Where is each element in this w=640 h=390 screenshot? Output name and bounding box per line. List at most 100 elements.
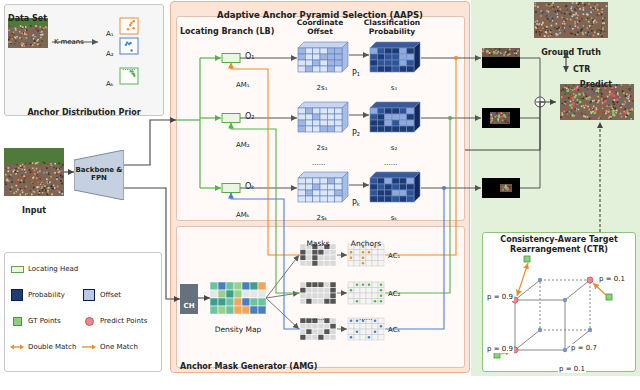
photo-detail xyxy=(15,40,17,42)
grid-cell xyxy=(312,255,318,261)
cube-vertex xyxy=(563,348,567,352)
photo-detail xyxy=(57,191,59,193)
cube-cell xyxy=(335,60,342,66)
grid-cell xyxy=(330,261,336,267)
photo-detail xyxy=(540,15,542,17)
connector xyxy=(599,122,600,232)
grid-cell xyxy=(378,255,384,261)
photo-detail xyxy=(44,171,46,173)
photo-detail xyxy=(36,35,38,37)
photo-detail xyxy=(590,35,592,37)
photo-detail xyxy=(581,106,583,108)
photo-ground xyxy=(534,2,608,38)
photo-detail xyxy=(46,193,48,195)
photo-detail xyxy=(601,27,603,29)
cube-cell xyxy=(335,66,342,72)
photo-detail xyxy=(62,193,64,195)
cube-cell xyxy=(327,108,334,114)
photo-detail xyxy=(15,173,17,175)
grid-cell xyxy=(258,282,266,290)
grid-cell xyxy=(226,282,234,290)
grid-cell xyxy=(318,288,324,294)
photo-detail xyxy=(586,96,588,98)
photo-detail xyxy=(53,185,55,187)
label-slot: sₖ xyxy=(368,205,420,224)
photo-detail xyxy=(583,13,585,15)
photo-detail xyxy=(587,27,589,29)
photo-detail xyxy=(605,94,607,96)
photo-detail xyxy=(602,28,604,30)
photo-detail xyxy=(13,164,15,166)
cube-cell xyxy=(320,54,327,60)
photo-detail xyxy=(491,51,493,53)
label-slot: 2sₖ xyxy=(296,205,348,224)
photo-detail xyxy=(47,187,49,189)
cube-cell xyxy=(407,120,414,126)
photo-detail xyxy=(34,26,36,28)
photo-detail xyxy=(577,89,579,91)
photo-detail xyxy=(599,23,601,25)
photo-detail xyxy=(616,84,618,86)
photo-detail xyxy=(583,115,585,117)
photo-detail xyxy=(51,194,53,196)
photo-detail xyxy=(591,17,593,19)
photo-detail xyxy=(559,30,561,32)
photo-detail xyxy=(590,27,592,29)
photo-detail xyxy=(539,34,541,36)
photo-detail xyxy=(44,187,46,189)
photo-detail xyxy=(543,11,545,13)
cube-cell xyxy=(313,196,320,202)
grid-cell xyxy=(372,261,378,267)
grid-cell xyxy=(306,324,312,330)
photo-detail xyxy=(575,25,577,27)
photo-detail xyxy=(536,23,538,25)
photo-detail xyxy=(570,110,572,112)
photo-detail xyxy=(62,176,64,178)
photo-detail xyxy=(576,2,578,4)
photo-detail xyxy=(8,167,10,169)
anchor-box xyxy=(120,18,138,34)
grid-cell xyxy=(330,282,336,288)
photo-detail xyxy=(590,17,592,19)
photo-detail xyxy=(609,114,611,116)
photo-detail xyxy=(625,108,627,110)
grid-cell xyxy=(300,299,306,305)
photo-detail xyxy=(46,167,48,169)
grid-cell xyxy=(258,306,266,314)
grid-cell xyxy=(366,282,372,288)
cube-cell xyxy=(305,184,312,190)
prediction-dot xyxy=(575,88,578,91)
grid-cell xyxy=(366,261,372,267)
cube-cell xyxy=(370,184,377,190)
photo-detail xyxy=(31,170,33,172)
legend-sample xyxy=(82,290,96,300)
grid-cell xyxy=(354,335,360,341)
photo-detail xyxy=(568,26,570,28)
photo-detail xyxy=(18,179,20,181)
legend-item: Double Match xyxy=(10,342,76,352)
cube-cell xyxy=(399,196,406,202)
cube-cell xyxy=(392,190,399,196)
photo-detail xyxy=(496,112,498,114)
photo-detail xyxy=(59,168,61,170)
cube-cell xyxy=(320,60,327,66)
grid-cell xyxy=(300,318,306,324)
photo-detail xyxy=(612,92,614,94)
photo-detail xyxy=(559,32,561,34)
photo-detail xyxy=(605,112,607,114)
photo-detail xyxy=(628,100,630,102)
photo-detail xyxy=(606,92,608,94)
photo-detail xyxy=(581,97,583,99)
photo-detail xyxy=(601,36,603,38)
cube-cell xyxy=(370,54,377,60)
legend-swatch xyxy=(83,289,95,301)
photo-detail xyxy=(598,16,600,18)
legend-arrow xyxy=(82,346,93,347)
photo-detail xyxy=(50,163,52,165)
photo-detail xyxy=(42,183,44,185)
photo-detail xyxy=(565,85,567,87)
photo-detail xyxy=(564,103,566,105)
photo-detail xyxy=(599,22,601,24)
grid-cell xyxy=(324,335,330,341)
photo-detail xyxy=(627,89,629,91)
